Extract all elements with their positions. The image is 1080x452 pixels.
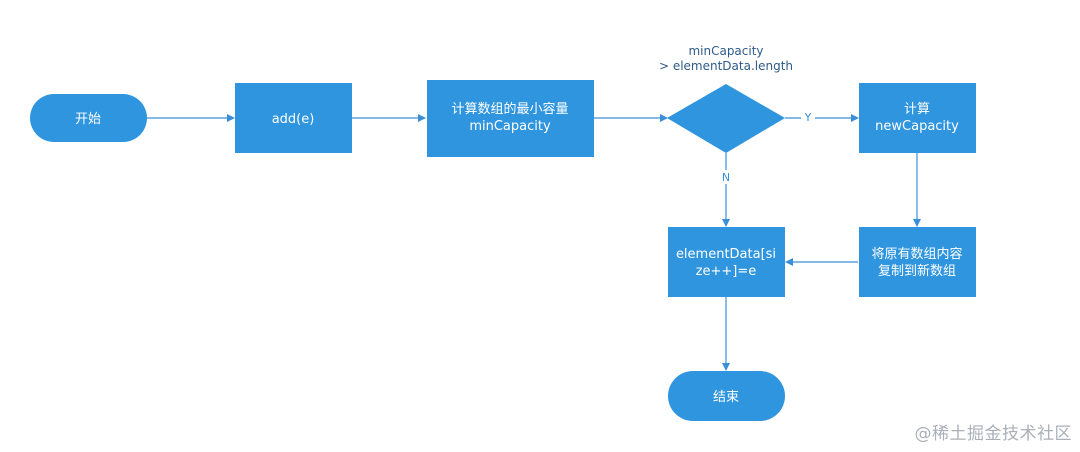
node-end — [668, 371, 785, 421]
node-calc-min-line2: minCapacity — [469, 119, 551, 134]
decision-condition-line2: > elementData.length — [659, 59, 793, 73]
node-copy-line1: 将原有数组内容 — [871, 246, 962, 262]
node-start — [30, 94, 147, 142]
node-assign-line2: ze++]=e — [696, 264, 757, 279]
yes-label-bg — [801, 110, 815, 124]
node-assign-line1: elementData[si — [676, 247, 776, 262]
node-assign — [668, 227, 785, 297]
node-start-label: 开始 — [75, 112, 101, 127]
yes-label: Y — [804, 111, 812, 124]
node-calc-min-line1: 计算数组的最小容量 — [451, 101, 568, 117]
node-add-label: add(e) — [272, 112, 315, 127]
node-copy — [859, 227, 976, 297]
watermark: @稀土掘金技术社区 — [914, 424, 1072, 444]
node-calc-new-line2: newCapacity — [875, 119, 959, 134]
node-add — [235, 83, 352, 153]
node-calc-new-line1: 计算 — [904, 102, 930, 117]
node-decision — [667, 84, 785, 153]
node-calc-min — [427, 80, 594, 157]
no-label: N — [722, 171, 730, 184]
node-calc-new — [859, 83, 976, 153]
node-end-label: 结束 — [713, 390, 739, 405]
no-label-bg — [719, 170, 733, 184]
node-copy-line2: 复制到新数组 — [878, 263, 956, 279]
decision-condition-line1: minCapacity — [688, 44, 763, 58]
